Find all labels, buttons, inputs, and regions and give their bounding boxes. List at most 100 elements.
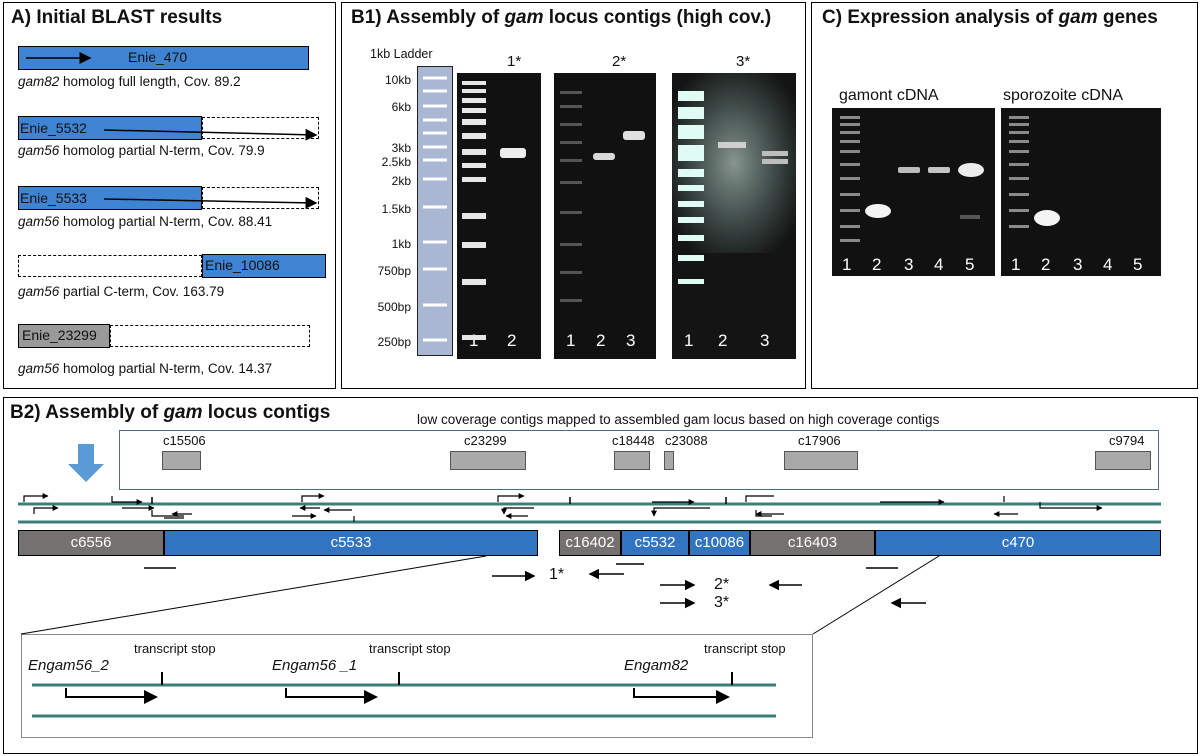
sporozoite-gel-image (1001, 108, 1161, 276)
ladder-size-label: 2kb (391, 174, 411, 188)
transcript-stop-label: transcript stop (369, 641, 451, 656)
blast-hit-caption: gam56 homolog partial N-term, Cov. 79.9 (18, 143, 265, 158)
lane-number: 4 (1103, 255, 1113, 274)
blast-hit-enie-5533 (18, 186, 202, 210)
gamont-gel-image (832, 108, 995, 276)
coverage-marks (144, 563, 898, 569)
gel2-product-band (623, 131, 645, 140)
low-cov-contig (664, 451, 674, 470)
gel3-product-band (762, 151, 788, 156)
lane-number: 1 (1011, 255, 1021, 274)
zoom-connector-left (20, 555, 487, 635)
blast-hit-enie-5532 (18, 116, 202, 140)
panel-a-title: A) Initial BLAST results (11, 7, 223, 28)
lane-number: 2 (718, 331, 728, 350)
lane-number: 2 (872, 255, 882, 274)
gamont-lane5-band-faint (960, 215, 980, 219)
contig-c5532: c5532 (621, 530, 689, 556)
blast-hit-missing-region (110, 325, 310, 347)
lane-number: 1 (684, 331, 694, 350)
ladder-size-label: 1kb (391, 237, 411, 251)
ladder-size-label: 1.5kb (381, 202, 411, 216)
panel-a: A) Initial BLAST results Enie_470 gam82 … (3, 2, 336, 389)
locus-schematic (18, 444, 1161, 718)
gel-label: sporozoite cDNA (1003, 87, 1124, 104)
gel-bands (423, 73, 796, 342)
low-coverage-box (119, 430, 1159, 490)
contig-c470: c470 (875, 530, 1161, 556)
gel3-ladder-bands (678, 91, 704, 284)
blast-hit-caption: gam82 homolog full length, Cov. 89.2 (18, 74, 241, 89)
gel1-ladder-bands (462, 81, 486, 340)
ladder-schematic (417, 66, 453, 356)
low-cov-contig-label: c18448 (612, 433, 655, 448)
low-cov-contig-label: c15506 (163, 433, 206, 448)
panel-b2-title: B2) Assembly of gam locus contigs (10, 402, 331, 423)
lane-number: 4 (934, 255, 944, 274)
blast-hit-label: Enie_5533 (20, 190, 87, 206)
gel2-ladder-bands (560, 91, 582, 302)
blast-hit-label: Enie_23299 (22, 327, 97, 343)
expression-gel-bands (840, 116, 1060, 242)
gene-arrows (65, 688, 730, 704)
low-cov-contig (162, 451, 201, 470)
gamont-ladder-bands (840, 116, 860, 242)
blast-hit-caption: gam56 homolog partial N-term, Cov. 14.37 (18, 361, 273, 376)
panel-c-title: C) Expression analysis of gam genes (822, 7, 1158, 28)
low-cov-contig-label: c23088 (665, 433, 708, 448)
lane-number: 3 (1073, 255, 1083, 274)
stop-ticks (151, 497, 727, 504)
down-arrow-icon (68, 444, 104, 482)
blast-hit-enie-23299 (18, 324, 110, 348)
gel1-product-band (500, 148, 526, 158)
lane-number: 2 (1041, 255, 1051, 274)
lane-number: 2 (507, 331, 517, 350)
low-cov-contig (450, 451, 526, 470)
primer-pair-label: 3* (714, 594, 730, 611)
blast-hit-missing-region (202, 117, 319, 139)
blast-hit-label: Enie_10086 (205, 257, 280, 273)
ladder-size-label: 3kb (391, 141, 411, 155)
gel-label: gamont cDNA (839, 87, 939, 104)
transcript-stop-label: transcript stop (134, 641, 216, 656)
gamont-lane5-band (958, 163, 984, 177)
ladder-size-label: 500bp (377, 300, 411, 314)
lane-number: 3 (626, 331, 636, 350)
lane-number: 1 (469, 331, 479, 350)
gel-label: 2* (612, 53, 627, 70)
blast-hit-missing-region (18, 255, 202, 277)
gel-label: 3* (736, 53, 751, 70)
gel3-product-band (762, 159, 788, 164)
primer-pair-label: 1* (549, 566, 565, 583)
read-arrows (23, 493, 1103, 522)
primer-pair-label: 2* (714, 576, 730, 593)
low-cov-contig (784, 451, 858, 470)
gel-image-2 (554, 73, 656, 359)
blast-hit-label: Enie_470 (128, 49, 188, 65)
gel3-product-band (718, 142, 746, 148)
ladder-size-label: 750bp (377, 264, 411, 278)
contig-c16402: c16402 (559, 530, 621, 556)
gene-name: Engam56_2 (28, 657, 109, 674)
low-coverage-caption: low coverage contigs mapped to assembled… (417, 412, 940, 427)
sporozoite-ladder-bands (1009, 116, 1029, 228)
ladder-size-label: 250bp (377, 335, 411, 349)
contig-c10086: c10086 (689, 530, 750, 556)
low-cov-contig (614, 451, 650, 470)
zoom-connector-right (812, 555, 940, 635)
low-cov-contig (1095, 451, 1151, 470)
zoom-stop-ticks (161, 672, 733, 685)
gamont-lane3-band (898, 167, 920, 173)
panel-b1-title: B1) Assembly of gam locus contigs (high … (351, 7, 772, 28)
lane-number: 5 (965, 255, 975, 274)
sporozoite-lane2-band (1034, 210, 1060, 226)
lane-number: 1 (842, 255, 852, 274)
gene-name: Engam56 _1 (272, 657, 358, 674)
primer-arrows (492, 568, 926, 609)
transcript-stop-label: transcript stop (704, 641, 786, 656)
lane-number: 5 (1133, 255, 1143, 274)
blast-hit-caption: gam56 partial C-term, Cov. 163.79 (18, 284, 225, 299)
gel-label: 1* (507, 53, 522, 70)
blast-hit-label: Enie_5532 (20, 120, 87, 136)
low-cov-contig-label: c23299 (464, 433, 507, 448)
